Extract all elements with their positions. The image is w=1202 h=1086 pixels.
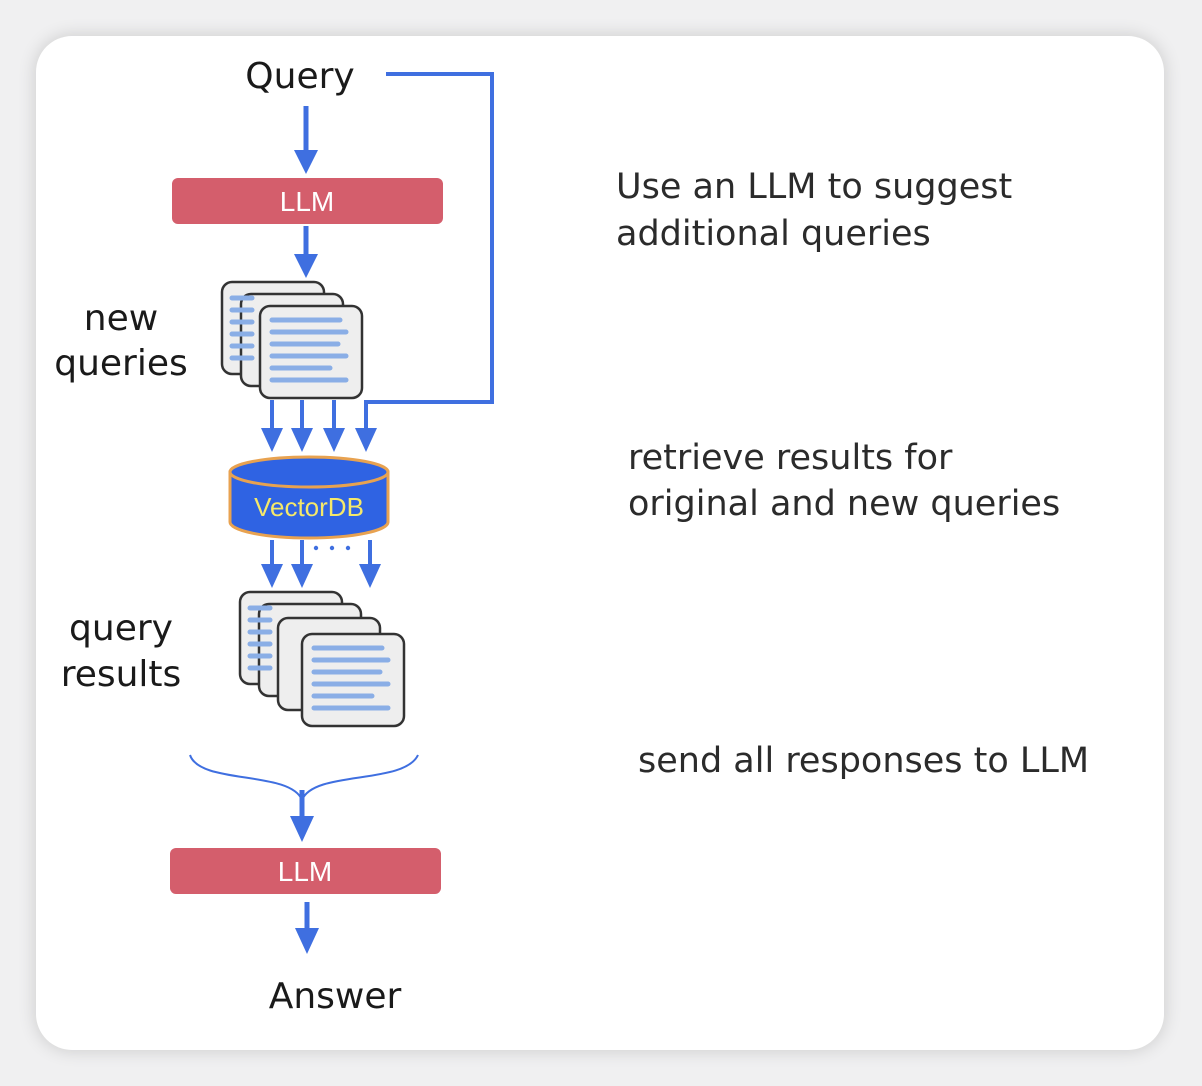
llm-to-answer-arrowhead: [295, 928, 319, 954]
bypass-arrowhead: [355, 428, 377, 452]
vectordb-label: VectorDB: [254, 492, 364, 522]
llm-to-queries-arrowhead: [294, 254, 318, 278]
new-queries-doc-stack: [220, 280, 364, 400]
query-results-doc-stack: [238, 590, 406, 728]
new-queries-label-line1: new: [84, 298, 158, 339]
db-to-results-arrows: [261, 540, 381, 588]
doc-icon: [258, 304, 364, 400]
doc-icon: [300, 632, 406, 728]
query-to-llm-arrowhead: [294, 150, 318, 174]
query-results-label-line1: query: [69, 608, 173, 649]
note-step3: send all responses to LLM: [638, 741, 1089, 781]
llm-box-bottom: [170, 848, 441, 894]
note-step1-line1: Use an LLM to suggest: [616, 167, 1012, 207]
query-bypass-line: [364, 72, 494, 430]
llm-bottom-label: LLM: [278, 856, 332, 887]
queries-to-db-arrows: [261, 400, 345, 452]
answer-label: Answer: [269, 976, 402, 1017]
llm-top-label: LLM: [280, 186, 334, 217]
query-results-label-line2: results: [61, 654, 182, 695]
vectordb-cylinder: [228, 455, 390, 540]
note-step2-line1: retrieve results for: [628, 438, 953, 478]
note-step2-line2: original and new queries: [628, 484, 1060, 524]
note-step1-line2: additional queries: [616, 214, 931, 254]
new-queries-label-line2: queries: [54, 343, 188, 384]
query-label: Query: [245, 56, 354, 97]
brace-to-llm-arrowhead: [290, 816, 314, 842]
llm-box-top: [172, 178, 443, 224]
